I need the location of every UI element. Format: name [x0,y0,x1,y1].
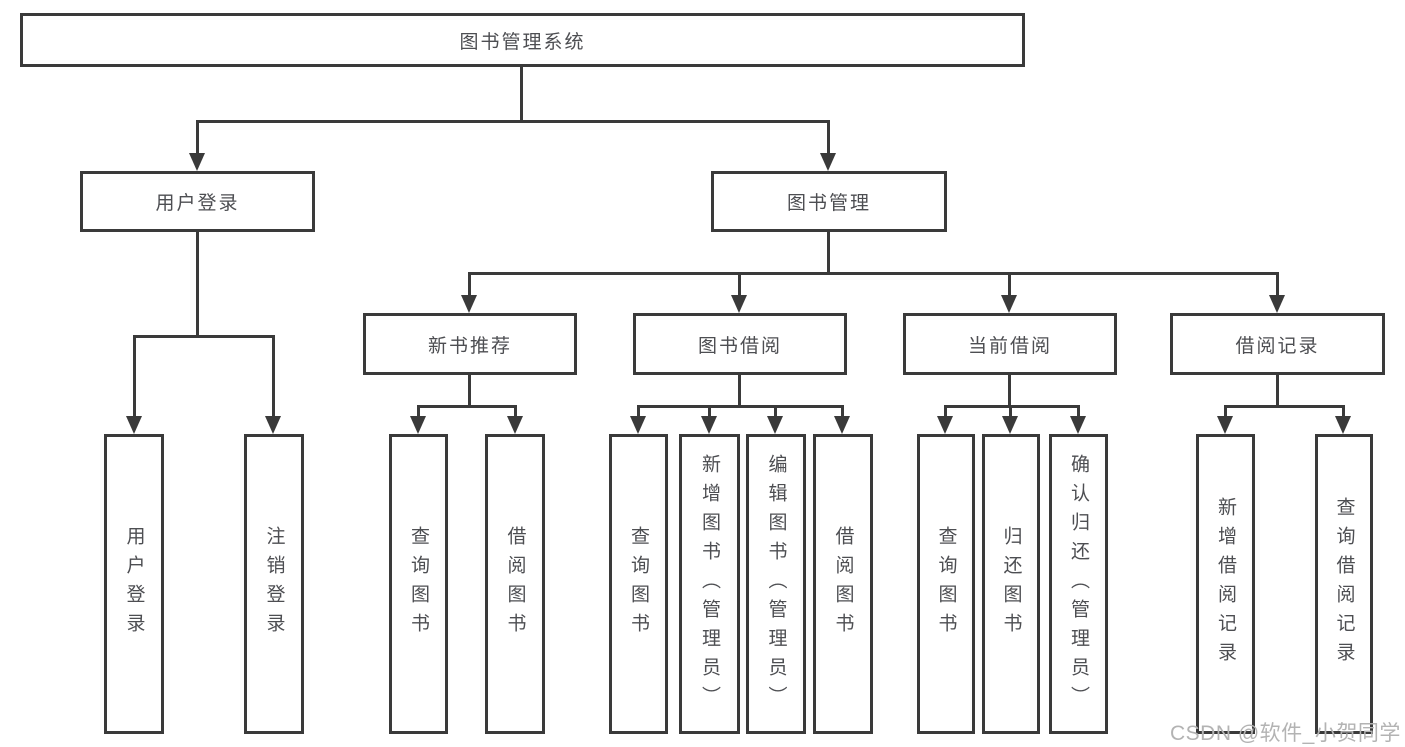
arrowhead-B2 [701,416,717,434]
leaf-user-login: 用户登录 [104,434,164,734]
connector-drop-B4 [841,405,844,416]
arrowhead-user-login [189,153,205,171]
arrowhead-leaf-logout [265,416,281,434]
connector-drop-user-login [196,120,199,153]
arrowhead-new-books [461,295,477,313]
connector-drop-current-borrow [1008,272,1011,295]
arrowhead-B1 [630,416,646,434]
connector-groupC-stem [1008,375,1011,405]
leaf-borrow-books-recommend: 借阅图书 [485,434,545,734]
connector-drop-borrow-records [1276,272,1279,295]
arrowhead-C3 [1070,416,1086,434]
connector-groupB-stem [738,375,741,405]
arrowhead-B4 [834,416,850,434]
connector-groupA-stem [468,375,471,405]
connector-user-login-bus [133,335,275,338]
arrowhead-C1 [937,416,953,434]
csdn-watermark: CSDN @软件_小贺同学 [1170,722,1401,745]
connector-drop-C3 [1077,405,1080,416]
leaf-query-books-borrow: 查询图书 [609,434,668,734]
connector-root-stem [520,67,523,120]
arrowhead-A1 [410,416,426,434]
node-user-login: 用户登录 [80,171,315,232]
node-new-book-recommend: 新书推荐 [363,313,577,375]
arrowhead-borrow-records [1269,295,1285,313]
arrowhead-D1 [1217,416,1233,434]
connector-groupD-stem [1276,375,1279,405]
arrowhead-book-mgmt [820,153,836,171]
node-borrowing-records: 借阅记录 [1170,313,1385,375]
arrowhead-A2 [507,416,523,434]
connector-drop-B3 [774,405,777,416]
connector-book-mgmt-bus [468,272,1279,275]
leaf-query-borrow-record: 查询借阅记录 [1315,434,1373,734]
connector-drop-C1 [944,405,947,416]
connector-drop-leaf-login [133,335,136,416]
connector-groupA-bus [417,405,517,408]
leaf-add-borrow-record: 新增借阅记录 [1196,434,1255,734]
connector-drop-B2 [708,405,711,416]
connector-drop-leaf-logout [272,335,275,416]
connector-drop-new-books [468,272,471,295]
connector-drop-D1 [1224,405,1227,416]
arrowhead-C2 [1002,416,1018,434]
connector-drop-book-borrow [738,272,741,295]
leaf-add-books-admin: 新增图书（管理员） [679,434,740,734]
leaf-borrow-books: 借阅图书 [813,434,873,734]
arrowhead-D2 [1335,416,1351,434]
arrowhead-current-borrow [1001,295,1017,313]
connector-book-mgmt-stem [827,232,830,272]
leaf-confirm-return-admin: 确认归还（管理员） [1049,434,1108,734]
node-library-management-system: 图书管理系统 [20,13,1025,67]
connector-drop-A2 [514,405,517,416]
arrowhead-book-borrow [731,295,747,313]
node-book-management: 图书管理 [711,171,947,232]
connector-drop-C2 [1009,405,1012,416]
connector-drop-D2 [1342,405,1345,416]
connector-root-bus [196,120,830,123]
leaf-logout: 注销登录 [244,434,304,734]
leaf-return-books: 归还图书 [982,434,1040,734]
connector-drop-book-mgmt [827,120,830,153]
leaf-query-books-current: 查询图书 [917,434,975,734]
node-book-borrowing: 图书借阅 [633,313,847,375]
arrowhead-B3 [767,416,783,434]
arrowhead-leaf-login [126,416,142,434]
leaf-edit-books-admin: 编辑图书（管理员） [746,434,806,734]
leaf-query-books-recommend: 查询图书 [389,434,448,734]
connector-user-login-stem [196,232,199,335]
connector-drop-B1 [637,405,640,416]
connector-drop-A1 [417,405,420,416]
connector-groupD-bus [1224,405,1345,408]
connector-groupB-bus [637,405,844,408]
node-current-borrowing: 当前借阅 [903,313,1117,375]
connector-groupC-bus [944,405,1080,408]
